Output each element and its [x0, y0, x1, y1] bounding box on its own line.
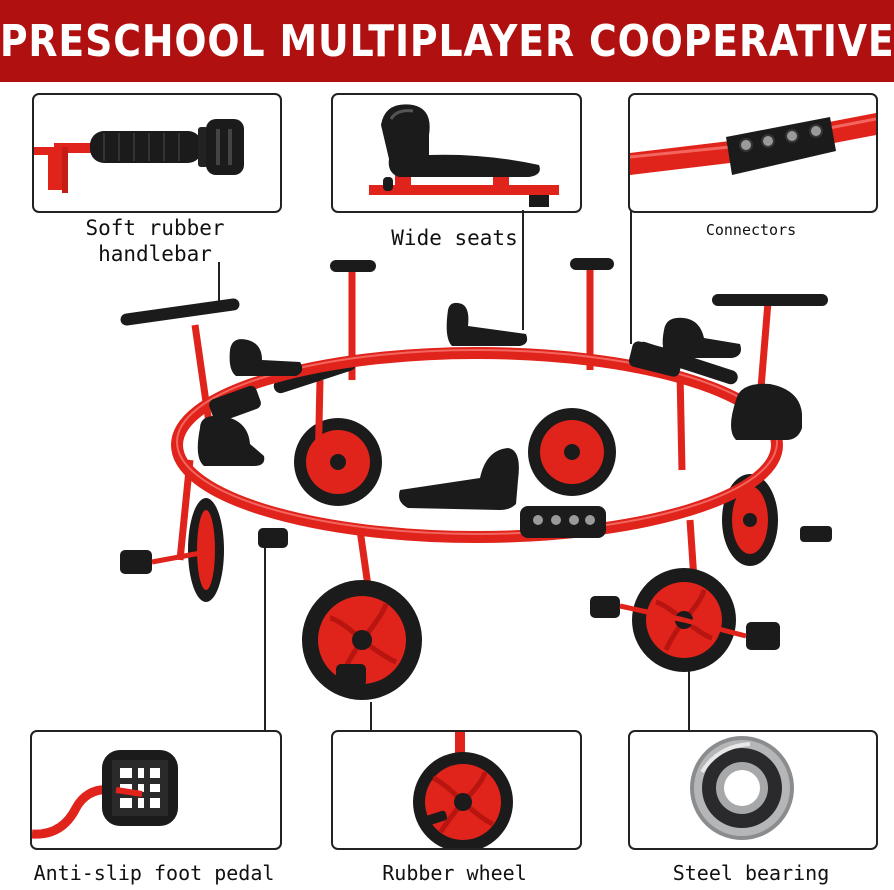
wheel-leader-line [370, 702, 372, 730]
tricycle-connectors [209, 341, 684, 538]
pedal-label: Anti-slip foot pedal [33, 861, 275, 885]
bearing-icon [690, 736, 794, 840]
wheel-icon [413, 732, 513, 848]
seat-label: Wide seats [391, 226, 518, 250]
handlebar-leader-line [218, 262, 220, 310]
connector-callout [628, 93, 878, 213]
tricycle-steering-posts [176, 264, 772, 601]
handlebar-label-line2: handlebar [98, 242, 212, 266]
wheel-label: Rubber wheel [382, 861, 527, 885]
banner-title: PRESCHOOL MULTIPLAYER COOPERATIVE [0, 15, 894, 67]
tricycle-front-wheels [302, 568, 736, 700]
seat-leader-line [522, 210, 524, 330]
bearing-label: Steel bearing [672, 861, 830, 885]
connector-leader-line [630, 210, 632, 344]
handlebar-label: Soft rubber handlebar [42, 215, 268, 267]
bearing-callout [628, 730, 878, 850]
handlebar-grip-icon [34, 119, 244, 193]
seat-icon [369, 104, 559, 207]
tricycle-pedals [120, 526, 832, 686]
pedal-callout [30, 730, 282, 850]
pedal-leader-line [264, 545, 266, 730]
handlebar-callout [32, 93, 282, 213]
tricycle-seats [197, 302, 802, 510]
wheel-callout [331, 730, 582, 850]
connector-label: Connectors [705, 221, 797, 239]
seat-callout [331, 93, 582, 213]
tricycle-ring-frame [171, 347, 783, 543]
pedal-icon [32, 750, 178, 839]
handlebar-label-line1: Soft rubber [85, 216, 225, 240]
tricycle-handlebars [120, 258, 828, 394]
title-banner: PRESCHOOL MULTIPLAYER COOPERATIVE [0, 0, 894, 82]
bearing-leader-line [688, 652, 690, 730]
connector-icon [630, 113, 876, 175]
